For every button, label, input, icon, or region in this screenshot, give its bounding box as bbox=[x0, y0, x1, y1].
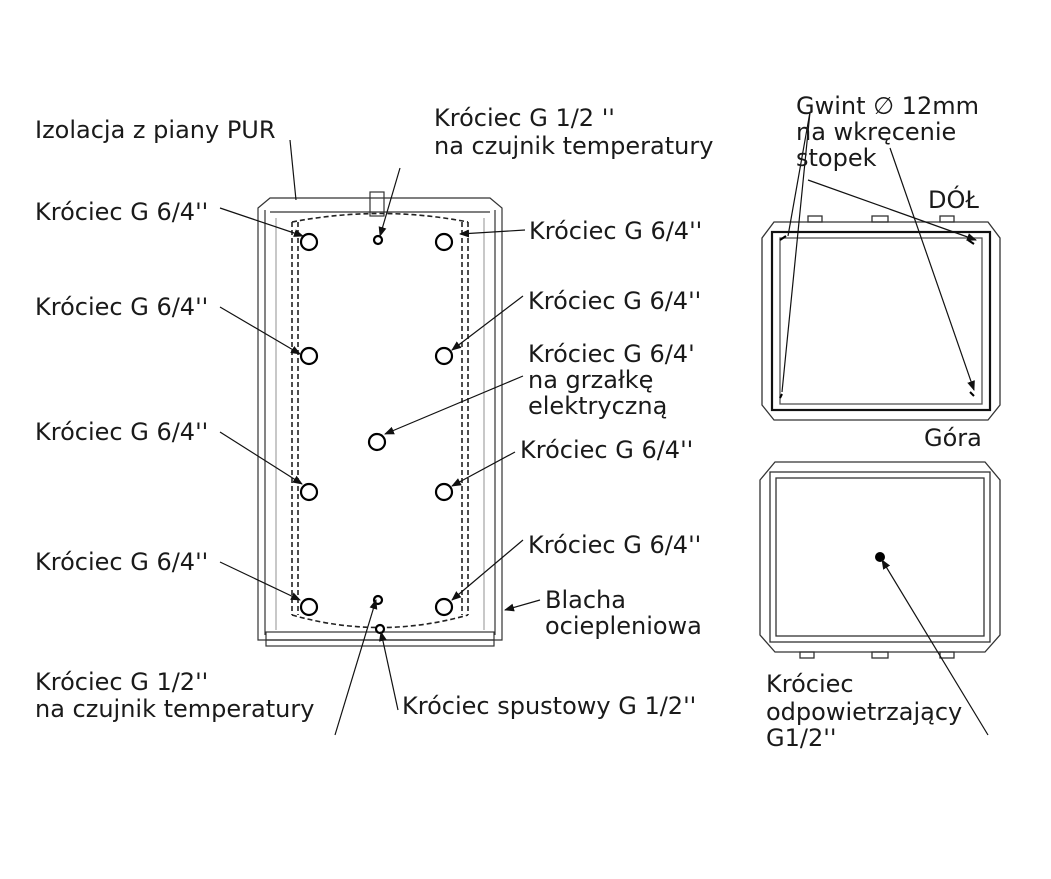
left-port-2-label: Króciec G 6/4'' bbox=[35, 293, 208, 321]
sheet-label-line1: Blacha bbox=[545, 586, 626, 614]
bottom-sensor-label-line1: Króciec G 1/2'' bbox=[35, 668, 208, 696]
right-port-3-label: Króciec G 6/4'' bbox=[520, 436, 693, 464]
nozzle-left-4 bbox=[299, 597, 319, 617]
nozzle-right-3 bbox=[434, 482, 454, 502]
drain-nozzle bbox=[374, 623, 386, 635]
nozzle-circles bbox=[299, 232, 454, 635]
bottom-view-label: DÓŁ bbox=[928, 184, 979, 214]
thread-label-line1: Gwint ∅ 12mm bbox=[796, 92, 979, 120]
insulation-label: Izolacja z piany PUR bbox=[35, 116, 276, 144]
tank-top-view bbox=[759, 461, 1001, 659]
left-port-1-label: Króciec G 6/4'' bbox=[35, 198, 208, 226]
right-port-4-label: Króciec G 6/4'' bbox=[528, 531, 701, 559]
vent-label-line1: Króciec bbox=[766, 670, 854, 698]
nozzle-right-1 bbox=[434, 232, 454, 252]
labels: Izolacja z piany PUR Króciec G 1/2 '' na… bbox=[35, 92, 982, 752]
sheet-label-line2: ociepleniowa bbox=[545, 612, 702, 640]
heater-label-line1: Króciec G 6/4' bbox=[528, 340, 695, 368]
top-sensor-label-line1: Króciec G 1/2 '' bbox=[434, 104, 615, 132]
sensor-top-nozzle bbox=[372, 234, 384, 246]
right-port-2-label: Króciec G 6/4'' bbox=[528, 287, 701, 315]
nozzle-left-3 bbox=[299, 482, 319, 502]
heater-label-line3: elektryczną bbox=[528, 392, 667, 420]
thread-label-line2: na wkręcenie bbox=[796, 118, 956, 146]
left-port-4-label: Króciec G 6/4'' bbox=[35, 548, 208, 576]
tank-bottom-view bbox=[761, 215, 1001, 421]
nozzle-heater bbox=[367, 432, 387, 452]
left-port-3-label: Króciec G 6/4'' bbox=[35, 418, 208, 446]
tank-front-view bbox=[257, 191, 503, 647]
vent-label-line3: G1/2'' bbox=[766, 724, 836, 752]
vent-label-line2: odpowietrzający bbox=[766, 698, 962, 726]
top-sensor-label-line2: na czujnik temperatury bbox=[434, 132, 713, 160]
bottom-sensor-label-line2: na czujnik temperatury bbox=[35, 695, 314, 723]
nozzle-left-1 bbox=[299, 232, 319, 252]
nozzle-right-2 bbox=[434, 346, 454, 366]
right-port-1-label: Króciec G 6/4'' bbox=[529, 217, 702, 245]
thread-label-line3: stopek bbox=[796, 144, 877, 172]
heater-label-line2: na grzałkę bbox=[528, 366, 653, 394]
vent-nozzle bbox=[875, 552, 885, 562]
nozzle-left-2 bbox=[299, 346, 319, 366]
nozzle-right-4 bbox=[434, 597, 454, 617]
leader-lines bbox=[219, 111, 989, 736]
top-view-label: Góra bbox=[924, 424, 982, 452]
drain-label: Króciec spustowy G 1/2'' bbox=[402, 692, 696, 720]
